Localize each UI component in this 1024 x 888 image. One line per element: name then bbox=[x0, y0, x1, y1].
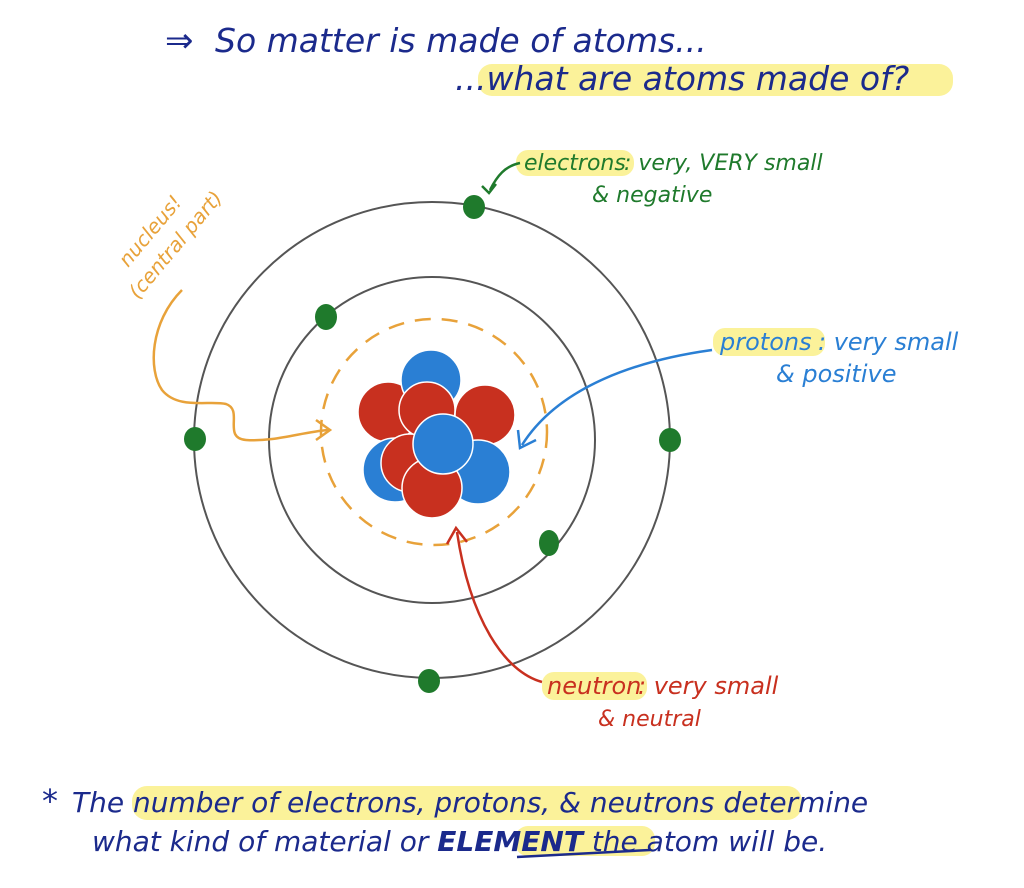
electron bbox=[539, 530, 559, 556]
protons-desc-1: : very small bbox=[818, 328, 959, 356]
footer-line-2-pre: what kind of material or bbox=[92, 825, 437, 858]
footer: * The number of electrons, protons, & ne… bbox=[42, 782, 868, 859]
electrons-desc-2: & negative bbox=[592, 183, 712, 208]
footer-line-2-post: the atom will be. bbox=[583, 825, 827, 858]
neutron-label: neutron : very small & neutral bbox=[445, 525, 779, 732]
electron bbox=[315, 304, 337, 330]
neutron-highlight bbox=[542, 672, 647, 700]
header: ⇒ So matter is made of atoms... ...what … bbox=[165, 21, 953, 98]
header-line-2: ...what are atoms made of? bbox=[455, 59, 909, 98]
nucleus-arrow bbox=[152, 289, 329, 442]
neutron-term: neutron bbox=[547, 672, 641, 700]
electron bbox=[184, 427, 206, 451]
protons-desc-2: & positive bbox=[776, 360, 896, 388]
neutron-arrowhead bbox=[445, 525, 468, 545]
element-underline bbox=[516, 848, 651, 859]
header-line-1: So matter is made of atoms... bbox=[215, 21, 707, 60]
electron bbox=[418, 669, 440, 693]
footer-line-1-highlight: number of electrons, protons, & neutrons bbox=[133, 786, 715, 819]
electron bbox=[463, 195, 485, 219]
footer-highlight bbox=[132, 786, 802, 820]
protons-label: protons : very small & positive bbox=[516, 328, 959, 450]
protons-arrowhead bbox=[516, 429, 537, 450]
proton-particle bbox=[412, 413, 474, 475]
neutron-desc-2: & neutral bbox=[598, 707, 701, 732]
electrons-term: electrons bbox=[524, 151, 626, 176]
nucleus-label: nucleus! (central part) bbox=[113, 186, 333, 442]
footer-line-1-pre: The bbox=[72, 786, 133, 819]
footer-line-2: what kind of material or ELEMENT the ato… bbox=[92, 825, 827, 858]
electron bbox=[659, 428, 681, 452]
electrons bbox=[184, 195, 681, 693]
protons-term: protons bbox=[719, 328, 812, 356]
header-highlight bbox=[478, 64, 953, 96]
footer-element-word: ELEMENT bbox=[437, 825, 585, 858]
nucleus-arrowhead bbox=[315, 418, 333, 442]
protons-arrow bbox=[520, 348, 713, 446]
protons-highlight bbox=[713, 328, 825, 356]
electrons-highlight bbox=[516, 150, 634, 176]
electrons-label: electrons : very, VERY small & negative bbox=[481, 150, 823, 208]
nucleus bbox=[357, 349, 516, 519]
footer-line-1-post: determine bbox=[715, 786, 869, 819]
electrons-arrow bbox=[488, 161, 521, 191]
neutron-arrow bbox=[455, 531, 543, 684]
footer-star: * bbox=[42, 782, 58, 820]
element-highlight bbox=[515, 826, 655, 856]
header-arrow: ⇒ bbox=[165, 21, 194, 61]
footer-line-1: The number of electrons, protons, & neut… bbox=[72, 786, 868, 819]
neutron-desc-1: : very small bbox=[638, 672, 779, 700]
electrons-desc-1: : very, VERY small bbox=[624, 151, 823, 176]
electrons-arrowhead bbox=[481, 183, 497, 195]
